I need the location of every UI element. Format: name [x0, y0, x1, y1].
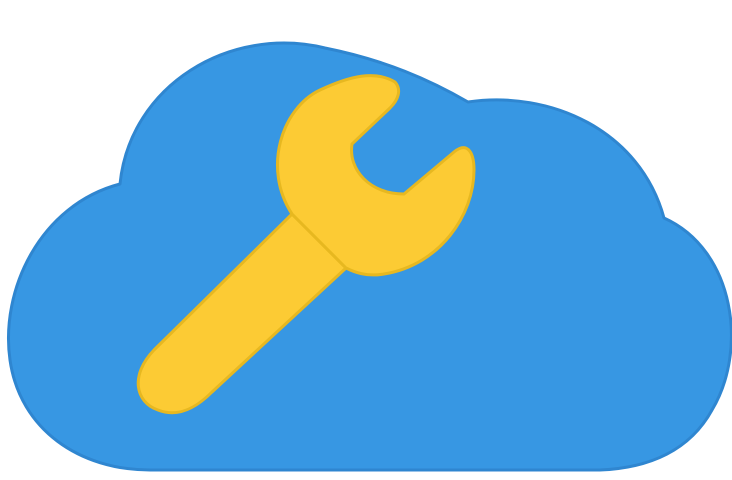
wrench-icon: [136, 74, 476, 415]
